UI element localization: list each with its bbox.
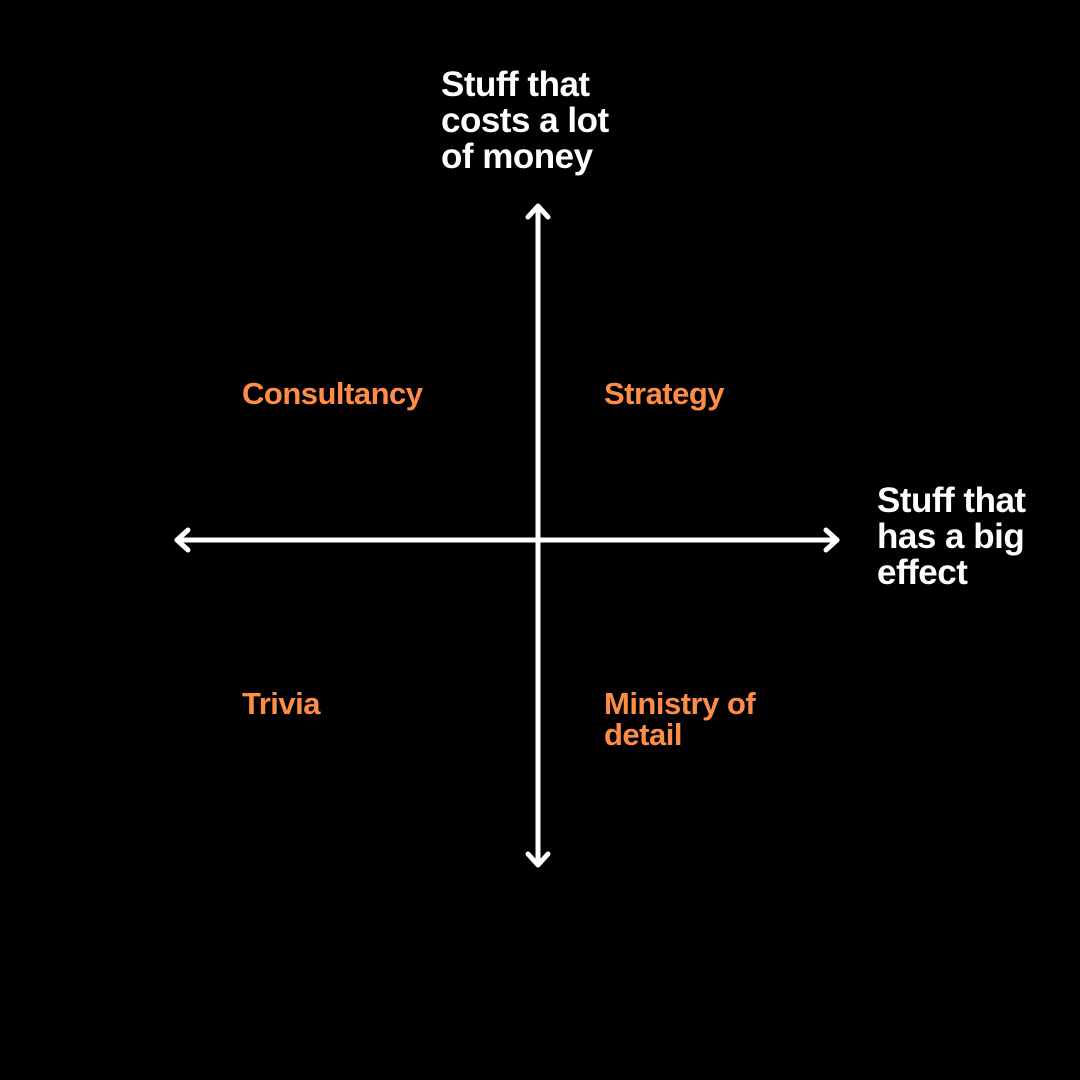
quadrant-consultancy: Consultancy — [242, 376, 423, 411]
quadrant-ministry-of-detail: Ministry of detail — [604, 686, 756, 752]
left-arrowhead — [174, 527, 191, 553]
right-arrowhead — [823, 527, 840, 553]
y-axis-label-line: costs a lot — [441, 101, 609, 140]
quadrant-label-line: detail — [604, 717, 682, 752]
up-arrowhead — [525, 203, 551, 220]
y-axis-label: Stuff that costs a lot of money — [441, 67, 609, 175]
down-arrowhead — [525, 851, 551, 868]
quadrant-strategy: Strategy — [604, 376, 725, 411]
quadrant-trivia: Trivia — [242, 686, 321, 721]
x-axis-label-line: effect — [877, 553, 968, 592]
y-axis-label-line: of money — [441, 137, 593, 176]
y-axis-label-line: Stuff that — [441, 65, 590, 104]
quadrant-label-line: Ministry of — [604, 686, 756, 721]
x-axis-label-line: has a big — [877, 517, 1025, 556]
x-axis-label-line: Stuff that — [877, 481, 1026, 520]
x-axis-label: Stuff that has a big effect — [877, 483, 1026, 591]
